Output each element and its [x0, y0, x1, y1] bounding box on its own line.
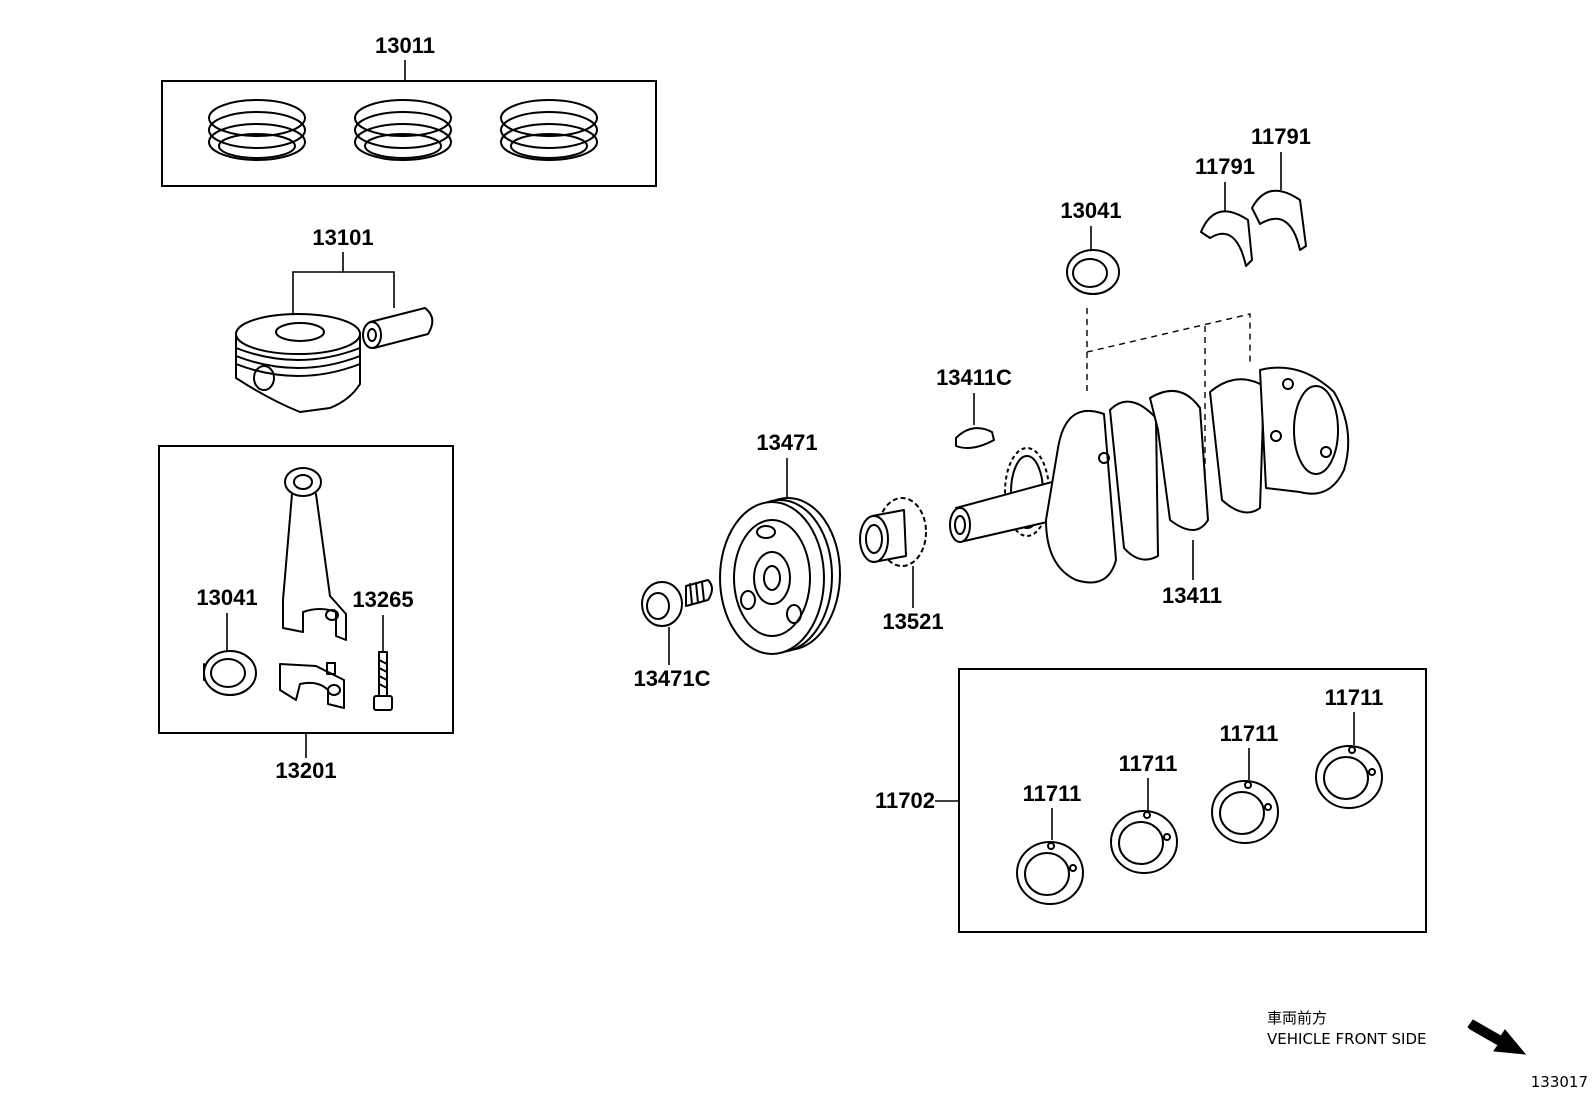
crankshaft-group: 13411	[949, 308, 1350, 608]
label-13471c[interactable]: 13471C	[633, 666, 710, 691]
piston-icon	[235, 313, 361, 413]
piston-ring-set-group: 13011	[161, 33, 657, 187]
label-11711-4[interactable]: 11711	[1325, 685, 1384, 710]
label-13011[interactable]: 13011	[375, 33, 435, 58]
crank-key-group: 13411C	[936, 365, 1012, 449]
connecting-rod-group: 13201 13041 13265	[158, 445, 454, 783]
pulley-bolt-icon	[641, 579, 713, 627]
crank-pulley-icon	[719, 497, 841, 655]
timing-gear-group: 13521	[859, 497, 944, 634]
piston-pin-icon	[362, 307, 434, 349]
front-note-japanese: 車両前方	[1267, 1009, 1327, 1027]
main-bearing-set-group: 11702 11711 11711 11711 11711	[875, 668, 1427, 933]
piston-ring-1-icon	[208, 99, 306, 161]
main-bearing-2-icon	[1110, 810, 1178, 874]
label-13471[interactable]: 13471	[756, 430, 817, 455]
crank-bearing-top-icon	[1066, 249, 1120, 295]
piston-ring-2-icon	[354, 99, 452, 161]
main-bearing-3-icon	[1211, 780, 1279, 844]
conrod-bearing-icon	[203, 650, 257, 696]
thrust-washer-a-icon	[1200, 210, 1253, 267]
figure-id: 133017	[1531, 1073, 1588, 1091]
conrod-bolt-icon	[373, 651, 393, 711]
thrust-washer-group: 11791 11791	[1195, 124, 1311, 267]
main-bearing-1-icon	[1016, 841, 1084, 905]
piston-group: 13101	[235, 225, 434, 413]
label-13041-top[interactable]: 13041	[1060, 198, 1121, 223]
vehicle-front-note: 車両前方 VEHICLE FRONT SIDE	[1267, 1009, 1527, 1055]
label-13041-rod[interactable]: 13041	[196, 585, 257, 610]
label-11702[interactable]: 11702	[875, 788, 935, 813]
label-11791-b[interactable]: 11791	[1251, 124, 1311, 149]
main-bearing-4-icon	[1315, 745, 1383, 809]
label-13265[interactable]: 13265	[352, 587, 413, 612]
label-13411c[interactable]: 13411C	[936, 365, 1012, 390]
label-13101[interactable]: 13101	[312, 225, 373, 250]
label-11791-a[interactable]: 11791	[1195, 154, 1255, 179]
piston-ring-3-icon	[500, 99, 598, 161]
crankshaft-icon	[949, 366, 1350, 584]
front-note-english: VEHICLE FRONT SIDE	[1267, 1030, 1427, 1048]
label-13521[interactable]: 13521	[882, 609, 943, 634]
pulley-bolt-group: 13471C	[633, 579, 713, 691]
crank-key-icon	[955, 427, 995, 449]
thrust-washer-b-icon	[1251, 189, 1307, 251]
label-11711-2[interactable]: 11711	[1119, 751, 1178, 776]
label-11711-3[interactable]: 11711	[1220, 721, 1279, 746]
timing-gear-icon	[859, 497, 927, 567]
label-13201[interactable]: 13201	[275, 758, 336, 783]
crank-bearing-top-group: 13041	[1060, 198, 1122, 295]
label-11711-1[interactable]: 11711	[1023, 781, 1082, 806]
label-13411[interactable]: 13411	[1162, 583, 1222, 608]
crank-pulley-group: 13471	[719, 430, 841, 655]
connecting-rod-icon	[279, 467, 347, 709]
piston-ring-set-box	[161, 80, 657, 187]
front-arrow-icon	[1467, 1019, 1527, 1055]
